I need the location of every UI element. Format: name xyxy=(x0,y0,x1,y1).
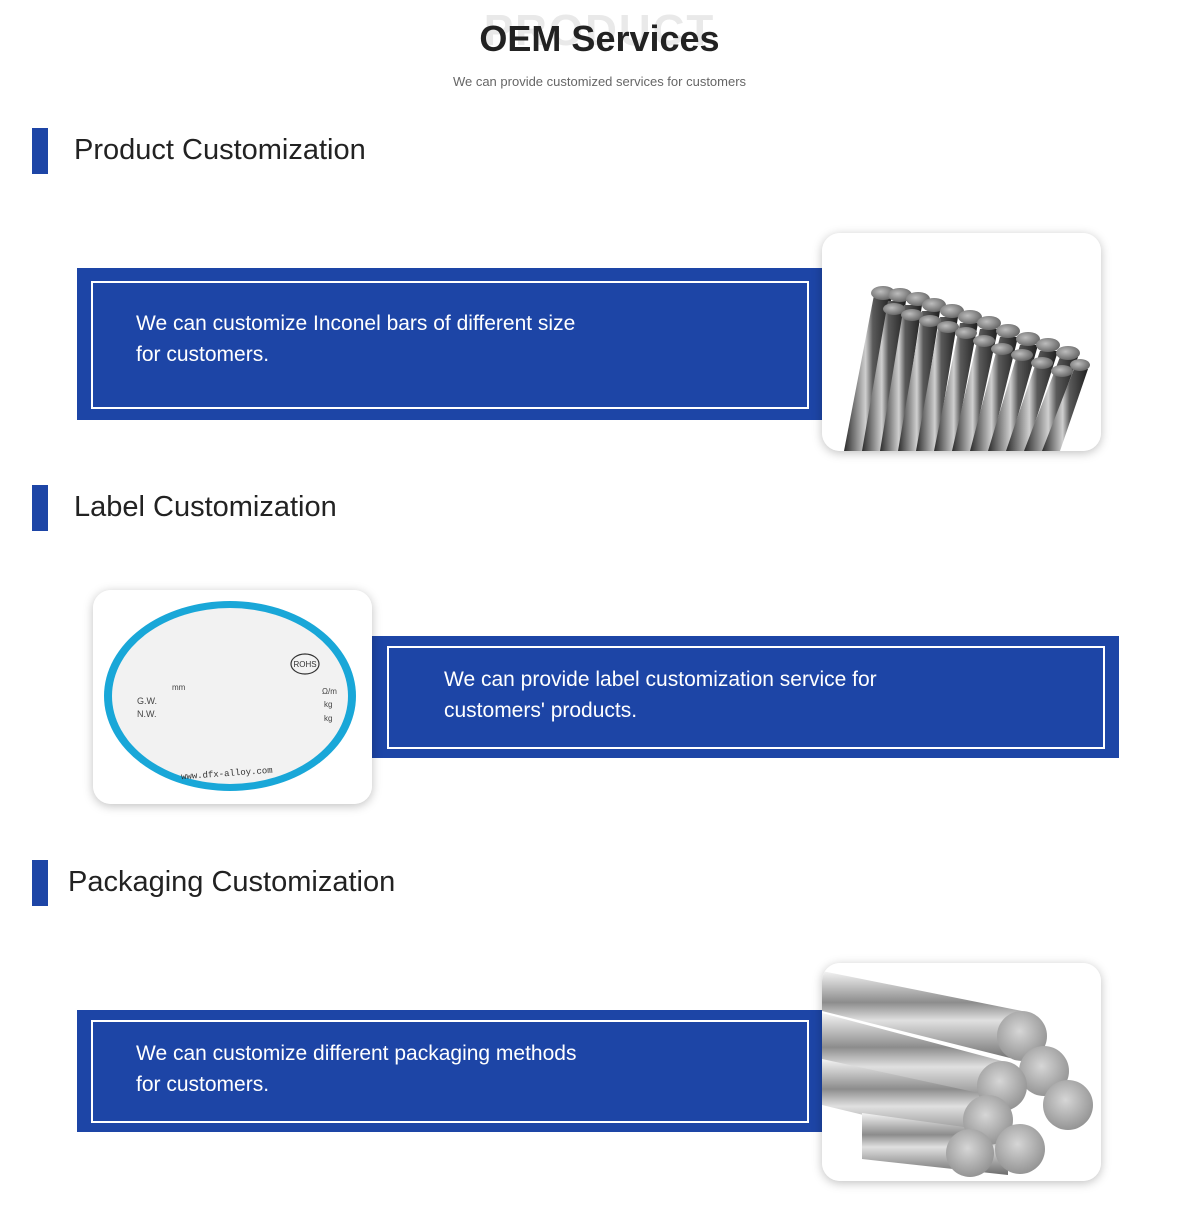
page-title: OEM Services xyxy=(479,18,720,59)
section-accent-bar xyxy=(32,485,48,531)
steel-rods-image xyxy=(822,963,1101,1181)
text-line: We can customize Inconel bars of differe… xyxy=(136,312,576,335)
text-line: We can customize different packaging met… xyxy=(136,1042,577,1065)
packaging-customization-panel: We can customize different packaging met… xyxy=(77,1010,837,1132)
label-customization-panel: We can provide label customization servi… xyxy=(360,636,1119,758)
section-title: Label Customization xyxy=(74,491,337,523)
section-accent-bar xyxy=(32,860,48,906)
packaging-customization-text: We can customize different packaging met… xyxy=(136,1038,576,1100)
panel-border xyxy=(91,281,809,409)
section-title: Product Customization xyxy=(74,134,366,166)
text-line: for customers. xyxy=(136,343,270,366)
panel-border xyxy=(91,1020,809,1123)
section-title: Packaging Customization xyxy=(68,866,396,898)
header-watermark: PRODUCT xyxy=(483,6,716,55)
text-line: We can provide label customization servi… xyxy=(444,668,877,691)
page-subtitle: We can provide customized services for c… xyxy=(452,74,747,89)
panel-border xyxy=(387,646,1105,749)
label-mm-text: mm xyxy=(172,683,186,692)
label-sticker-image: ROHS mm G.W. N.W. Ω/m kg kg www.dfx-allo… xyxy=(93,590,372,804)
product-customization-text: We can customize Inconel bars of differe… xyxy=(136,308,575,370)
rohs-mark xyxy=(290,653,320,675)
text-line: customers' products. xyxy=(444,699,638,722)
inconel-bars-image xyxy=(822,233,1101,451)
rohs-text: ROHS xyxy=(293,660,316,669)
label-kg-text: kg xyxy=(324,714,332,723)
label-nw-text: N.W. xyxy=(137,709,157,719)
rods-group xyxy=(844,286,1090,451)
section-accent-bar xyxy=(32,128,48,174)
text-line: for customers. xyxy=(136,1073,270,1096)
label-om-text: Ω/m xyxy=(322,687,337,696)
product-customization-panel: We can customize Inconel bars of differe… xyxy=(77,268,837,420)
label-kg-text: kg xyxy=(324,700,332,709)
label-gw-text: G.W. xyxy=(137,696,157,706)
label-customization-text: We can provide label customization servi… xyxy=(444,664,877,726)
rods-group xyxy=(822,971,1093,1177)
